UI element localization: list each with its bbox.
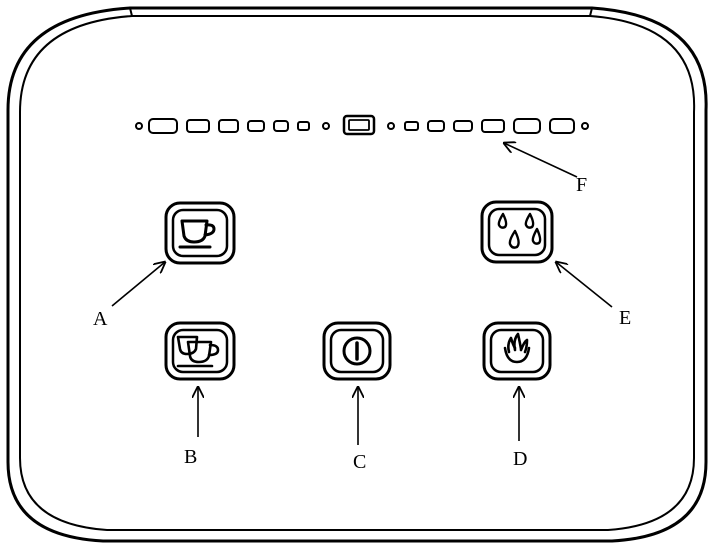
indicator-light — [549, 118, 575, 134]
indicator-dot — [581, 122, 589, 130]
callout-arrow-f — [504, 143, 578, 178]
callout-arrow-e — [556, 262, 613, 308]
indicator-light — [513, 118, 541, 134]
callout-label-b: B — [184, 446, 197, 468]
indicator-light — [481, 119, 505, 133]
power-icon — [342, 336, 372, 366]
indicator-light — [297, 121, 310, 131]
indicator-light — [273, 120, 289, 132]
indicator-light — [404, 121, 419, 131]
single-cup-icon — [178, 219, 216, 249]
indicator-light-bar — [135, 114, 589, 136]
indicator-light — [427, 120, 445, 132]
water-drops-icon — [497, 212, 542, 249]
callout-label-d: D — [513, 448, 527, 470]
steam-button[interactable] — [482, 321, 552, 381]
single-cup-button[interactable] — [164, 201, 236, 265]
hot-water-button[interactable] — [480, 200, 554, 264]
power-button[interactable] — [322, 321, 392, 381]
indicator-light — [148, 118, 178, 134]
callout-arrow-a — [111, 262, 165, 307]
indicator-dot — [387, 122, 395, 130]
indicator-light — [186, 119, 210, 133]
panel-outline — [6, 6, 708, 543]
indicator-light-center-inner — [348, 119, 370, 131]
indicator-dot — [135, 122, 143, 130]
double-cup-button[interactable] — [164, 321, 236, 381]
indicator-light — [247, 120, 265, 132]
indicator-light — [218, 119, 239, 133]
steam-icon — [503, 332, 531, 364]
indicator-dot — [322, 122, 330, 130]
callout-label-f: F — [576, 174, 587, 196]
indicator-light — [453, 120, 473, 132]
callout-label-a: A — [93, 308, 108, 330]
callout-label-c: C — [353, 451, 366, 473]
callout-arrows — [111, 143, 613, 445]
double-cup-icon — [176, 335, 220, 368]
callout-label-e: E — [619, 307, 631, 329]
